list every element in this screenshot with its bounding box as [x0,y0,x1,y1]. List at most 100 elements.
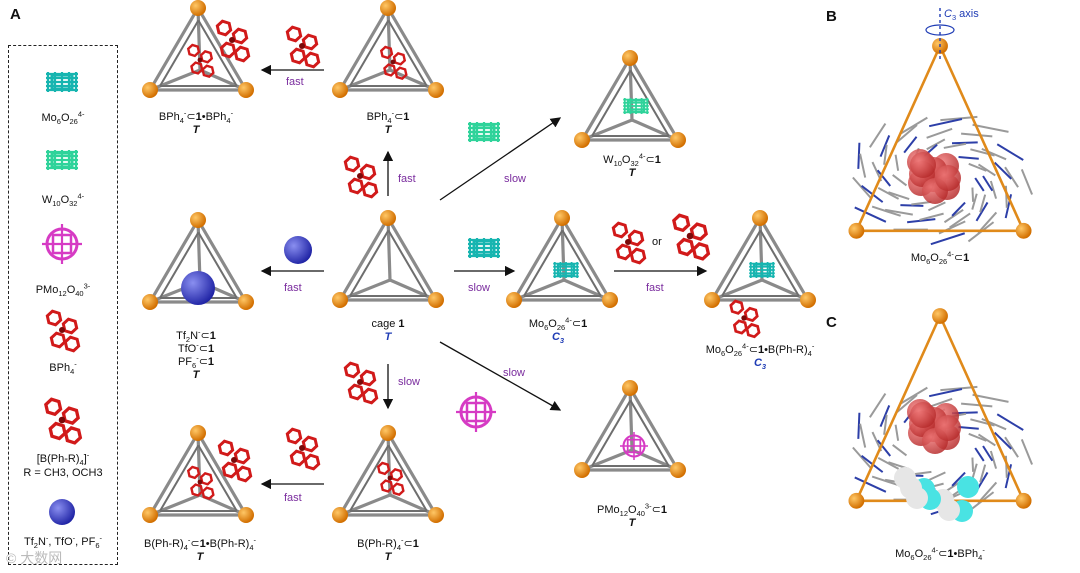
label-mid-right: Mo6O264-⊂1 C3 [529,318,587,344]
watermark: © 大数网 [6,548,62,568]
phenyl-ring [237,467,250,481]
label-lower-right-text: PMo12O403-⊂1 [597,504,667,516]
guest-atom-sphere [935,165,961,191]
ligand-stick [972,458,973,472]
cage-center [332,210,444,308]
ligand-stick [1022,439,1032,464]
phenyl-ring [747,324,759,336]
label-top-left-symmetry: T [159,124,233,137]
ligand-stick [853,447,871,467]
phenyl-ring [381,47,392,58]
phenyl-ring [291,451,304,465]
c3-axis-label: C3 axis [944,8,979,20]
cage-bottom-mid [332,425,444,523]
guest-sphere-mid-left [181,271,215,305]
ligand-stick [893,175,907,186]
label-bottom-mid: B(Ph-R)4-⊂1 T [357,538,419,564]
phenyl-ring [219,441,232,455]
ligand-stick [1005,167,1018,187]
label-top-mid-symmetry: T [367,124,410,137]
cage-vertex [190,212,206,228]
cage-inner-edge [592,400,630,466]
label-lower-right: PMo12O403-⊂1 T [597,504,667,530]
ligand-stick [927,129,953,138]
phenyl-ring [235,47,248,61]
cage-vertex [380,425,396,441]
legend-mo6-label: Mo6O264- [8,112,118,125]
cage-vertex [142,507,158,523]
phenyl-ring [349,179,362,193]
cage-edge [340,8,388,90]
cage-vertex [238,507,254,523]
phenyl-ring [629,231,642,245]
label-far-right: Mo6O264-⊂1•B(Ph-R)4- C3 [706,344,815,370]
guest-bphr-far-right [731,301,759,337]
reagent-bottom-left [287,429,318,469]
phenyl-ring [191,485,202,496]
cage-vertex [752,210,768,226]
ligand-stick [927,139,945,149]
phenyl-ring [303,437,316,451]
boron-center [231,457,237,463]
label-mid-right-symmetry: C3 [529,331,587,344]
reagent-top [287,27,318,67]
ligand-stick [853,177,871,197]
metal-center [848,493,864,509]
reagent-mo6 [468,238,500,258]
cage-vertex [602,292,618,308]
rate-pmo12: slow [503,367,525,379]
boron-center [229,37,235,43]
ligand-stick [1005,437,1018,457]
boron-center [391,60,396,65]
guest-top-left-outer [217,21,248,61]
ligand-stick [878,188,898,199]
boron-center [357,173,363,179]
phenyl-ring [691,224,706,239]
phenyl-ring [191,63,202,74]
phenyl-ring [361,371,374,385]
cage-edge [340,218,388,300]
cage-vertex [332,292,348,308]
rate-bottom-left: fast [284,492,302,504]
cage-vertex [332,507,348,523]
phenyl-ring [217,21,230,35]
phenyl-ring [188,467,199,478]
label-upper-right-text: W10O324-⊂1 [603,154,661,166]
guest-w10 [623,98,649,114]
phenyl-ring [305,455,318,469]
cage-vertex [380,210,396,226]
label-cage-1-symmetry: T [371,331,404,344]
metal-center [1016,223,1032,239]
label-upper-right: W10O324-⊂1 T [603,154,661,180]
label-far-right-text: Mo6O264-⊂1•B(Ph-R)4- [706,344,815,356]
ligand-stick [878,458,898,469]
guest-bottom-left-outer [219,441,250,481]
phenyl-ring [617,245,630,259]
panel-b-caption: Mo6O264-⊂1 [911,252,969,265]
label-top-mid-text: BPh4-⊂1 [367,111,410,123]
ligand-stick [858,413,859,439]
cage-vertex [428,292,444,308]
label-lower-right-symmetry: T [597,517,667,530]
boron-center [388,476,393,481]
cage-edge [340,433,388,515]
panel-b-label: B [826,8,837,25]
cage-vertex [190,0,206,16]
label-mid-left: Tf2N-⊂1 TfO-⊂1 PF6-⊂1 T [176,330,216,382]
metal-center [1016,493,1032,509]
phenyl-ring [678,239,693,254]
label-top-left-text: BPh4-⊂1•BPh4- [159,111,233,123]
metal-center [932,308,948,324]
cage-far-right [704,210,816,308]
phenyl-ring [391,469,402,480]
arrow-pmo12 [440,342,560,410]
ligand-stick [944,144,966,148]
cage-edge [388,218,390,280]
reagent-pmo12 [456,392,496,432]
phenyl-ring [363,183,376,197]
reagent-up [345,157,376,197]
phenyl-ring [305,53,318,67]
boron-center [687,233,694,240]
phenyl-ring [287,27,300,41]
label-far-right-symmetry: C3 [706,357,815,370]
